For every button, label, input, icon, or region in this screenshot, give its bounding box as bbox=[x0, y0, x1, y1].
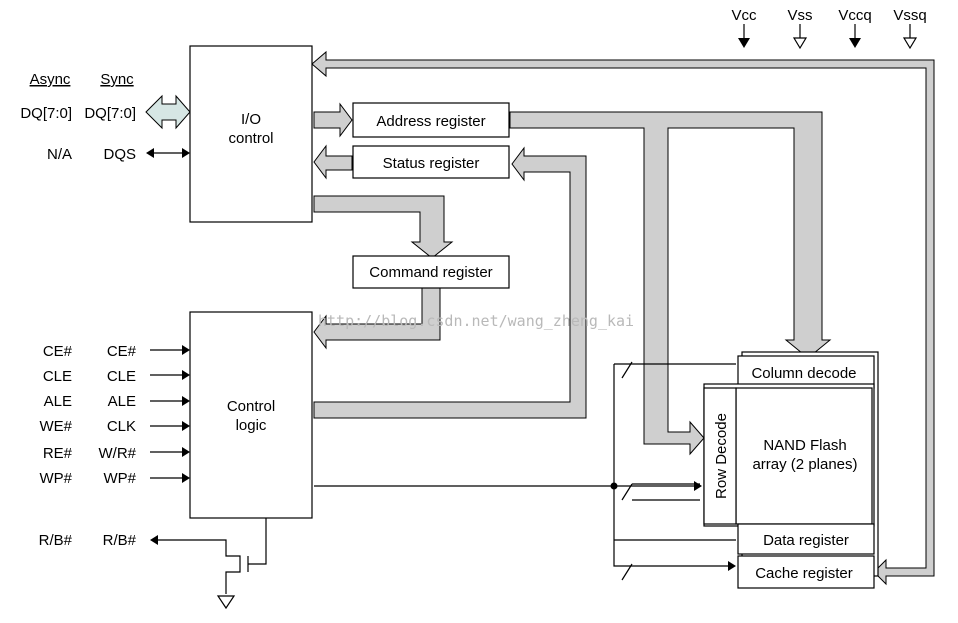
address-register-label: Address register bbox=[376, 113, 485, 130]
vccq-label: Vccq bbox=[838, 7, 871, 24]
address-bus bbox=[509, 111, 832, 456]
io-to-command-bus bbox=[313, 195, 454, 259]
wire-junction bbox=[610, 482, 618, 490]
io-to-address-bus bbox=[313, 102, 353, 138]
row-decode-label: Row Decode bbox=[713, 413, 730, 499]
vcc-label: Vcc bbox=[731, 7, 757, 24]
pin-sync-1: CLE bbox=[107, 368, 136, 385]
status-to-io-bus bbox=[313, 144, 353, 180]
vcc-pin-icon bbox=[738, 38, 750, 48]
dqs-arrow-left bbox=[146, 148, 154, 158]
control-wire-trunk bbox=[613, 364, 730, 567]
io-control-label-1: I/O bbox=[241, 111, 261, 128]
pin-sync-3: CLK bbox=[107, 418, 136, 435]
nand-array-label-1: NAND Flash bbox=[763, 437, 846, 454]
rb-arrow bbox=[150, 535, 158, 545]
pin-sync-0: CE# bbox=[107, 343, 137, 360]
row-decode-block bbox=[703, 387, 737, 525]
address-register-block bbox=[352, 102, 510, 138]
data-register-block bbox=[737, 523, 875, 555]
cache-register-block bbox=[737, 555, 875, 589]
nand-array-block bbox=[735, 387, 873, 525]
pin-async-3: WE# bbox=[39, 418, 72, 435]
pin-async-5: WP# bbox=[39, 470, 72, 487]
rb-sync-label: R/B# bbox=[103, 532, 137, 549]
control-logic-block bbox=[189, 311, 313, 519]
status-register-block bbox=[352, 145, 510, 179]
column-decode-block bbox=[737, 355, 875, 389]
command-register-label: Command register bbox=[369, 264, 492, 281]
control-logic-label-2: logic bbox=[236, 417, 267, 434]
nand-array-label-2: array (2 planes) bbox=[752, 456, 857, 473]
io-control-block bbox=[189, 45, 313, 223]
dq-bus-arrow bbox=[145, 94, 191, 130]
arrowhead-cache bbox=[728, 561, 736, 571]
vss-pin-icon bbox=[792, 37, 808, 50]
pin-async-1: CLE bbox=[43, 368, 72, 385]
control-pin-arrows bbox=[150, 345, 190, 483]
bus-slash-3 bbox=[621, 563, 633, 581]
pin-sync-4: W/R# bbox=[99, 445, 137, 462]
watermark: http://blog.csdn.net/wang_zheng_kai bbox=[318, 312, 634, 330]
vccq-pin-icon bbox=[849, 38, 861, 48]
bus-slash-2 bbox=[621, 483, 633, 501]
column-decode-label: Column decode bbox=[751, 365, 856, 382]
arrowhead-row bbox=[694, 481, 702, 491]
pin-async-4: RE# bbox=[43, 445, 73, 462]
ground-icon bbox=[216, 595, 236, 610]
rb-async-label: R/B# bbox=[39, 532, 73, 549]
rb-wire bbox=[156, 539, 241, 594]
pin-async-2: ALE bbox=[44, 393, 72, 410]
bus-slash-1 bbox=[621, 361, 633, 379]
vssq-pin-icon bbox=[902, 37, 918, 50]
status-register-label: Status register bbox=[383, 155, 480, 172]
control-logic-label-1: Control bbox=[227, 398, 275, 415]
pin-sync-2: ALE bbox=[108, 393, 136, 410]
io-control-label-2: control bbox=[228, 130, 273, 147]
control-pin-list: CE# CE# CLE CLE ALE ALE WE# CLK RE# W/R#… bbox=[39, 343, 136, 487]
pin-sync-5: WP# bbox=[103, 470, 136, 487]
dq-async-label: DQ[7:0] bbox=[20, 105, 72, 122]
dqs-sync-label: DQS bbox=[103, 146, 136, 163]
logic-to-status-bus bbox=[313, 146, 587, 419]
pin-async-0: CE# bbox=[43, 343, 73, 360]
vssq-label: Vssq bbox=[893, 7, 926, 24]
transistor-gate bbox=[247, 518, 267, 572]
command-register-block bbox=[352, 255, 510, 289]
dqs-arrow-right bbox=[182, 148, 190, 158]
dq-sync-label: DQ[7:0] bbox=[84, 105, 136, 122]
vss-label: Vss bbox=[787, 7, 812, 24]
bus-slash-4 bbox=[632, 483, 700, 501]
command-to-logic-bus bbox=[313, 287, 441, 350]
sync-header: Sync bbox=[100, 71, 134, 88]
cache-register-label: Cache register bbox=[755, 565, 853, 582]
data-register-label: Data register bbox=[763, 532, 849, 549]
power-pins: Vcc Vss Vccq Vssq bbox=[731, 7, 927, 50]
dqs-async-label: N/A bbox=[47, 146, 72, 163]
async-header: Async bbox=[30, 71, 71, 88]
